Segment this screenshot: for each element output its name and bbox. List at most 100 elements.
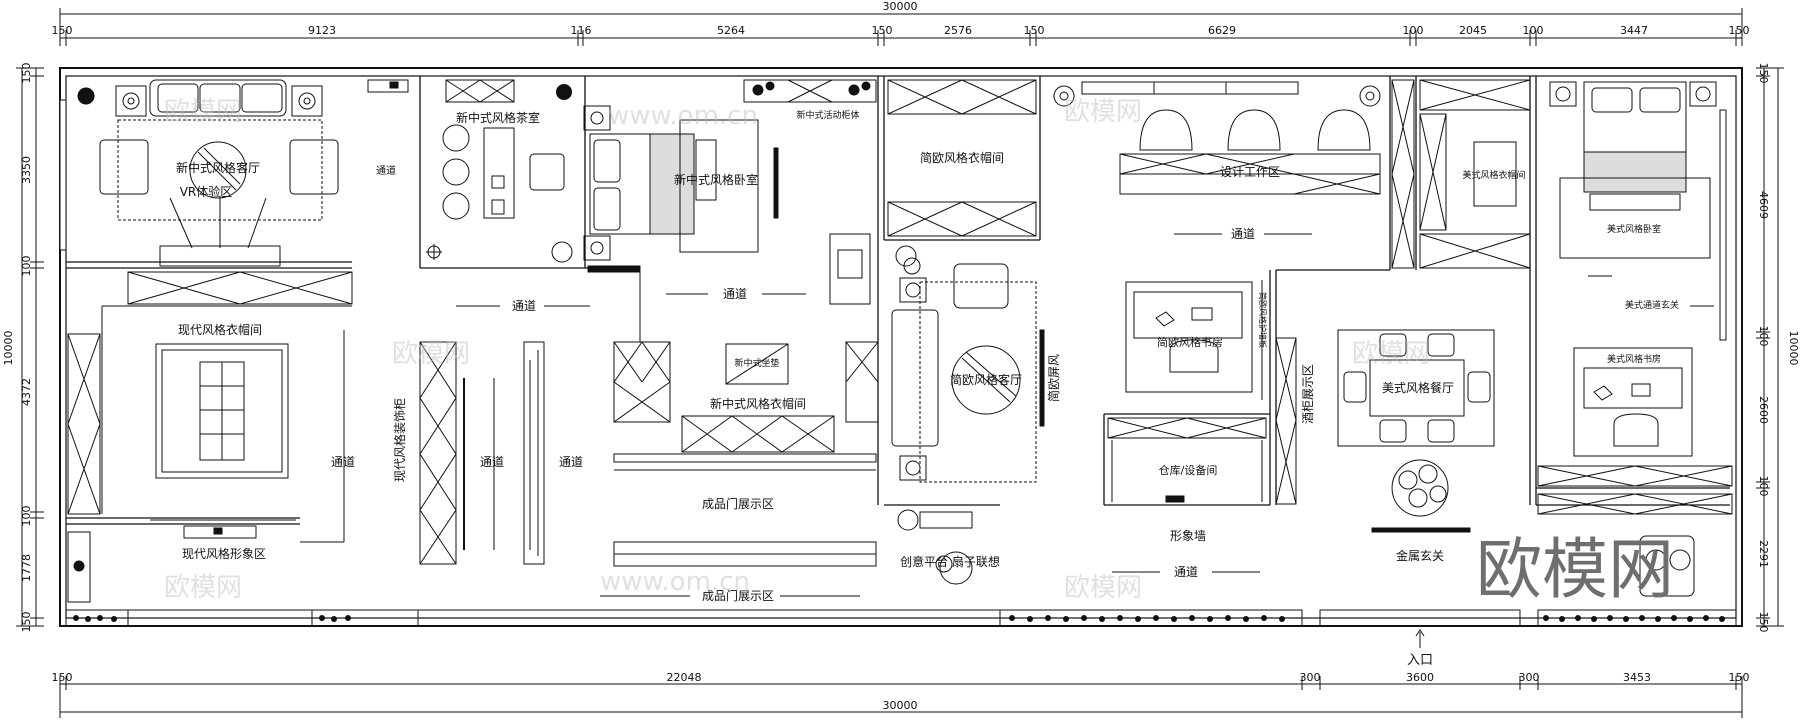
watermark-url-1: www.om.cn xyxy=(608,101,758,131)
dim-right-total: 10000 xyxy=(1787,331,1800,366)
corridor-arrows xyxy=(456,233,1312,597)
watermark-6: 欧模网 xyxy=(1352,339,1430,369)
label-wine-display: 酒柜展示区 xyxy=(1301,364,1315,424)
dim-left-5: 1778 xyxy=(20,554,33,582)
label-modern-wardrobe: 现代风格衣帽间 xyxy=(178,322,262,337)
watermark-4: 欧模网 xyxy=(1064,97,1142,127)
label-euro-living: 简欧风格客厅 xyxy=(950,372,1022,387)
label-corridor-4: 通道 xyxy=(1174,565,1198,579)
interior-walls xyxy=(66,76,1730,525)
workstation-furniture xyxy=(1053,81,1381,195)
watermarks: 欧模网 欧模网 欧模网 欧模网 欧模网 欧模网 www.om.cn www.om… xyxy=(164,97,1430,603)
american-bedroom-furniture xyxy=(1549,81,1727,341)
activity-cabinet xyxy=(743,79,877,103)
dim-bottom-total: 30000 xyxy=(883,699,918,712)
label-modern-decor: 现代风格装饰柜 xyxy=(392,398,407,482)
dim-bottom-4: 300 xyxy=(1519,671,1540,684)
right-dimension-line xyxy=(1756,67,1784,627)
planters xyxy=(73,615,1725,622)
watermark-large: 欧模网 xyxy=(1476,531,1674,608)
dim-top-3: 5264 xyxy=(717,24,745,37)
label-american-corridor: 美式通道玄关 xyxy=(1625,299,1679,311)
dim-right-2: 100 xyxy=(1757,326,1770,347)
american-dining-furniture xyxy=(1337,329,1495,533)
label-chinese-wardrobe: 新中式风格衣帽间 xyxy=(710,396,806,411)
top-dimension-values: 150 9123 116 5264 150 2576 150 6629 100 … xyxy=(52,24,1750,37)
label-storage: 仓库/设备间 xyxy=(1159,463,1218,477)
dim-top-8: 100 xyxy=(1403,24,1424,37)
euro-wardrobe-furniture xyxy=(887,79,1037,237)
bottom-dimension-line xyxy=(59,676,1743,718)
dim-top-2: 116 xyxy=(571,24,592,37)
dim-bottom-6: 150 xyxy=(1729,671,1750,684)
dim-top-5: 2576 xyxy=(944,24,972,37)
watermark-5: 欧模网 xyxy=(1064,573,1142,603)
american-wardrobe-furniture xyxy=(1391,79,1531,269)
label-workstation: 设计工作区 xyxy=(1220,165,1280,179)
left-dimension-values: 150 3350 100 4372 100 1778 150 xyxy=(20,63,33,633)
wine-display xyxy=(1275,337,1297,505)
dim-right-4: 100 xyxy=(1757,476,1770,497)
label-activity-cabinet: 新中式活动柜体 xyxy=(796,109,859,121)
watermark-url-2: www.om.cn xyxy=(600,567,750,597)
dim-top-11: 3447 xyxy=(1620,24,1648,37)
label-american-bedroom: 美式风格卧室 xyxy=(1607,223,1661,235)
dim-right-1: 4609 xyxy=(1757,191,1770,219)
dim-top-0: 150 xyxy=(52,24,73,37)
modern-wardrobe-furniture xyxy=(67,271,353,603)
watermark-2: 欧模网 xyxy=(392,339,470,369)
american-study-furniture xyxy=(1537,347,1733,597)
label-euro-study: 简欧风格书房 xyxy=(1157,335,1223,349)
tea-room-furniture xyxy=(426,79,565,260)
label-euro-screen: 简欧屏风 xyxy=(1047,354,1061,402)
label-chinese-cushion: 新中式坐垫 xyxy=(734,357,779,369)
label-corridor-1: 通道 xyxy=(512,299,536,313)
dim-bottom-0: 150 xyxy=(52,671,73,684)
label-corridor-5: 通道 xyxy=(331,455,355,469)
dim-bottom-3: 3600 xyxy=(1406,671,1434,684)
dim-top-7: 6629 xyxy=(1208,24,1236,37)
modern-decor-cabinets xyxy=(419,341,545,565)
label-metal-entrance: 金属玄关 xyxy=(1396,548,1444,563)
watermark-3: 欧模网 xyxy=(164,573,242,603)
label-creative-sign: 创意平台 扇子联想 xyxy=(900,554,1000,569)
label-facade-panel-1: 简欧风格护墙板 xyxy=(1258,292,1268,348)
storage-room xyxy=(1107,417,1267,503)
entrance-marker xyxy=(1415,629,1425,648)
dim-left-2: 100 xyxy=(20,256,33,277)
label-vr-area: VR体验区 xyxy=(180,184,233,199)
dim-left-6: 150 xyxy=(20,612,33,633)
dim-top-total: 30000 xyxy=(883,0,918,13)
dim-bottom-2: 300 xyxy=(1300,671,1321,684)
dim-right-5: 2291 xyxy=(1757,540,1770,568)
label-corridor-7: 通道 xyxy=(559,455,583,469)
label-corridor-tv: 通道 xyxy=(376,164,396,177)
bottom-dimension-values: 150 22048 300 3600 300 3453 150 xyxy=(52,671,1750,684)
euro-study-furniture xyxy=(1125,280,1263,400)
label-tea-room: 新中式风格茶室 xyxy=(456,110,540,125)
label-euro-wardrobe: 简欧风格衣帽间 xyxy=(920,150,1004,165)
dim-top-9: 2045 xyxy=(1459,24,1487,37)
top-dimension-line xyxy=(59,8,1743,46)
chinese-living-furniture xyxy=(59,79,339,267)
label-entrance: 入口 xyxy=(1407,653,1433,668)
dim-right-6: 150 xyxy=(1757,612,1770,633)
left-dimension-line xyxy=(16,67,44,627)
dim-right-0: 150 xyxy=(1757,63,1770,84)
tv-cabinet xyxy=(367,79,409,93)
dim-left-total: 10000 xyxy=(2,331,15,366)
dim-left-3: 4372 xyxy=(20,378,33,406)
dim-top-6: 150 xyxy=(1024,24,1045,37)
label-door-display-1: 成品门展示区 xyxy=(702,496,774,511)
label-corridor-3: 通道 xyxy=(1231,227,1255,241)
label-image-wall: 形象墙 xyxy=(1170,529,1206,543)
dim-top-4: 150 xyxy=(872,24,893,37)
euro-living-furniture xyxy=(891,245,1045,585)
dim-left-4: 100 xyxy=(20,506,33,527)
label-corridor-2: 通道 xyxy=(723,287,747,301)
dim-top-1: 9123 xyxy=(308,24,336,37)
label-chinese-living: 新中式风格客厅 xyxy=(176,160,260,175)
label-american-dining: 美式风格餐厅 xyxy=(1382,380,1454,395)
label-corridor-6: 通道 xyxy=(480,455,504,469)
